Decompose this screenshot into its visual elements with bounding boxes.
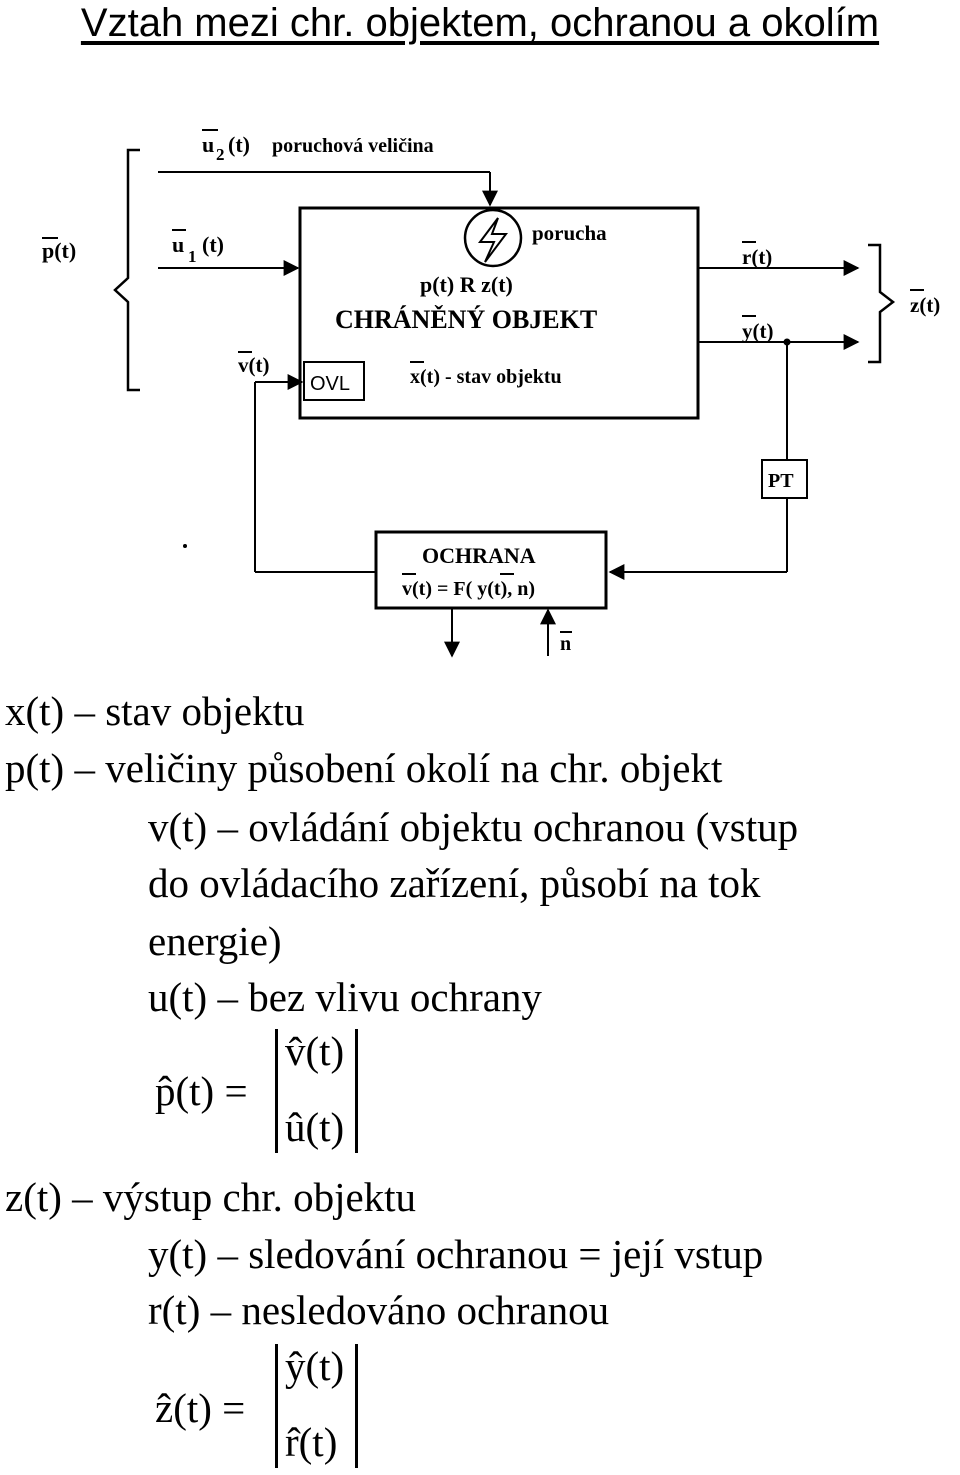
ovl-box bbox=[303, 361, 365, 401]
equation-p-hat: p̂(t) = v̂(t) û(t) bbox=[155, 1025, 375, 1155]
r-label: r(t) bbox=[742, 245, 772, 269]
text-line-r: r(t) – nesledováno ochranou bbox=[148, 1287, 610, 1333]
pt-label: PT bbox=[768, 470, 794, 492]
text-line-u: u(t) – bez vlivu ochrany bbox=[148, 974, 542, 1020]
fault-label: porucha bbox=[532, 221, 607, 245]
disturbance-label: poruchová veličina bbox=[272, 135, 434, 157]
z-label: z(t) bbox=[910, 293, 940, 317]
protection-block-diagram: u 2 (t) poruchová veličina p(t) u 1 (t) … bbox=[42, 129, 940, 658]
left-brace bbox=[113, 148, 140, 392]
equation-z-bottom: r̂(t) bbox=[285, 1419, 338, 1465]
page-title: Vztah mezi chr. objektem, ochranou a oko… bbox=[80, 1, 880, 45]
y-label: y(t) bbox=[742, 319, 773, 343]
text-line-v-cont2: energie) bbox=[148, 918, 282, 964]
fault-icon bbox=[463, 208, 523, 268]
u1-subscript: 1 bbox=[188, 247, 197, 266]
text-line-v: v(t) – ovládání objektu ochranou (vstup bbox=[148, 804, 799, 850]
text-line-z: z(t) – výstup chr. objektu bbox=[5, 1174, 417, 1220]
ovl-label: OVL bbox=[310, 373, 350, 395]
u1-arg: (t) bbox=[202, 232, 224, 257]
n-label: n bbox=[560, 633, 571, 655]
text-line-p: p(t) – veličiny působení okolí na chr. o… bbox=[5, 745, 723, 791]
protected-object-box bbox=[298, 206, 700, 420]
protection-formula: v(t) = F( y(t), n) bbox=[402, 578, 535, 600]
object-label: CHRÁNĚNÝ OBJEKT bbox=[335, 305, 597, 334]
state-label: x(t) - stav objektu bbox=[410, 366, 562, 388]
text-line-y: y(t) – sledování ochranou = její vstup bbox=[148, 1231, 764, 1277]
lightning-icon bbox=[478, 217, 508, 263]
v-label: v(t) bbox=[238, 353, 269, 377]
text-line-x: x(t) – stav objektu bbox=[5, 688, 305, 734]
right-brace bbox=[868, 243, 896, 364]
relation-label: p(t) R z(t) bbox=[420, 272, 513, 297]
u2-arg: (t) bbox=[228, 132, 250, 157]
pt-box bbox=[761, 459, 808, 499]
equation-p-bottom: û(t) bbox=[285, 1104, 345, 1150]
equation-p-top: v̂(t) bbox=[285, 1028, 345, 1074]
equation-p-lhs: p̂(t) = bbox=[155, 1068, 248, 1114]
u2-label: u bbox=[202, 132, 214, 157]
equation-z-top: ŷ(t) bbox=[285, 1343, 345, 1389]
protection-label: OCHRANA bbox=[422, 543, 536, 568]
text-line-v-cont1: do ovládacího zařízení, působí na tok bbox=[148, 860, 761, 906]
equation-z-hat: ẑ(t) = ŷ(t) r̂(t) bbox=[155, 1340, 375, 1472]
equation-z-lhs: ẑ(t) = bbox=[155, 1385, 246, 1431]
p-label: p(t) bbox=[42, 238, 76, 263]
u2-subscript: 2 bbox=[216, 145, 225, 164]
protection-box bbox=[374, 530, 608, 610]
u1-label: u bbox=[172, 232, 184, 257]
